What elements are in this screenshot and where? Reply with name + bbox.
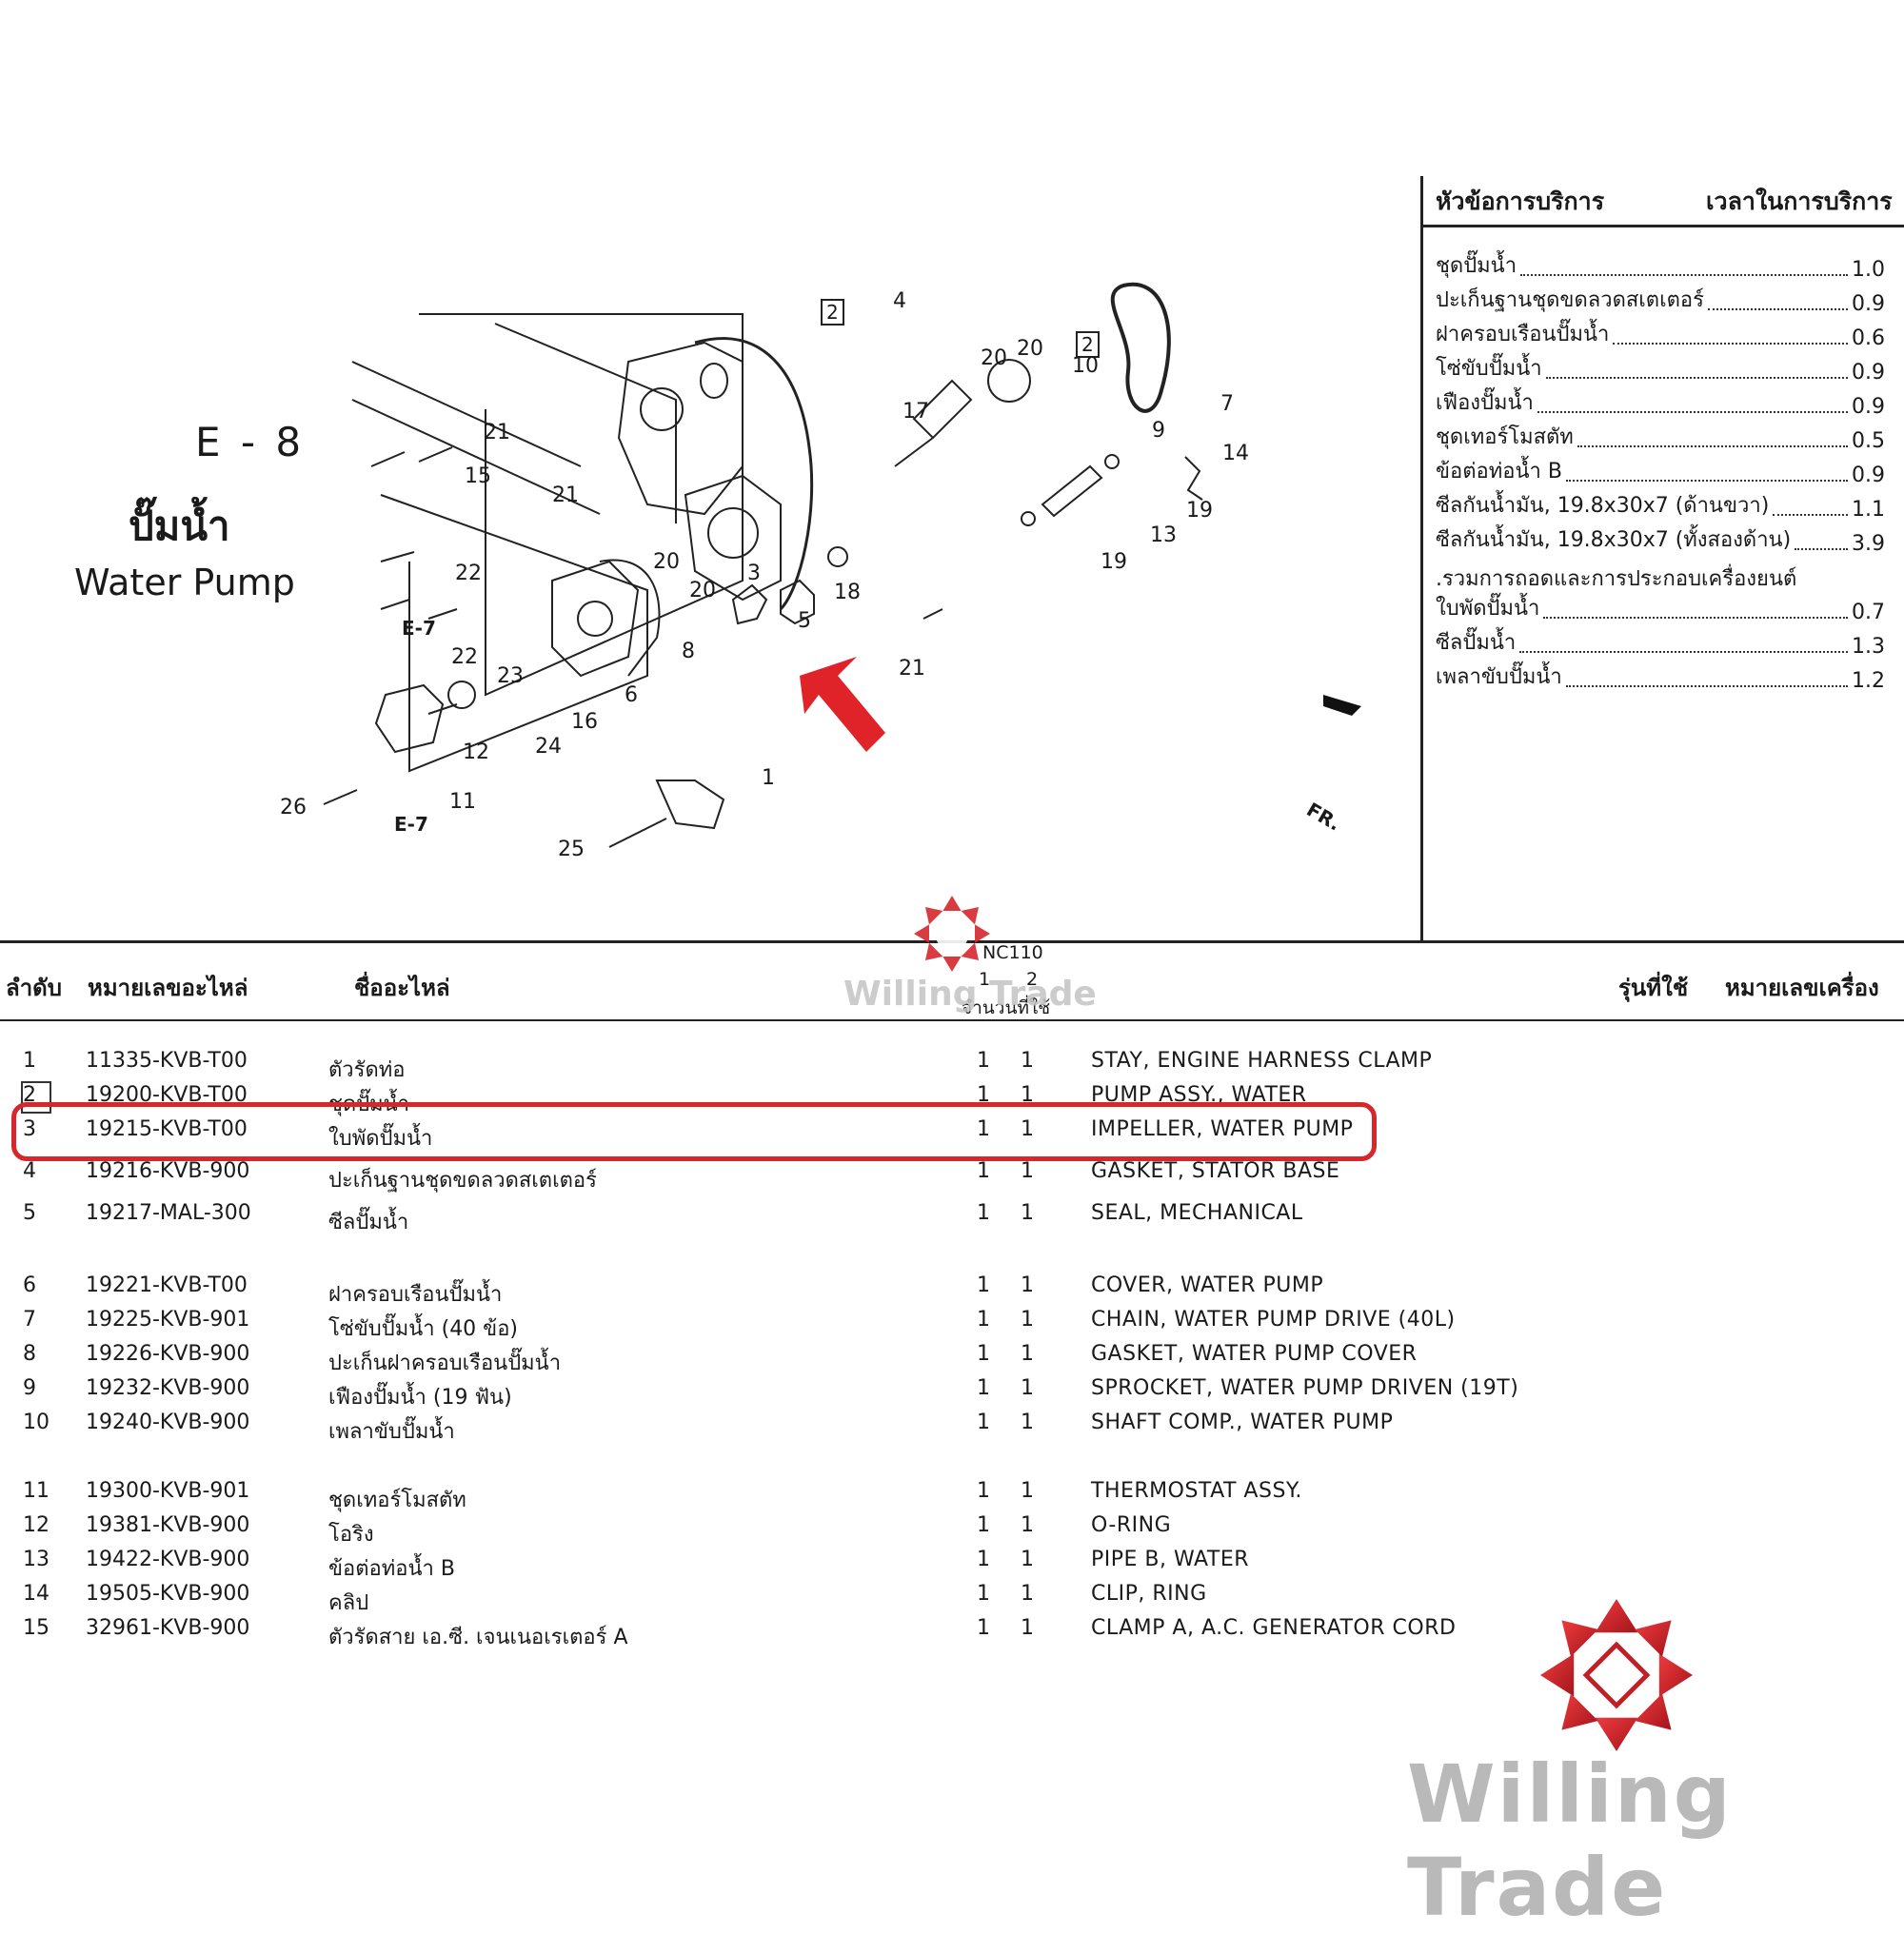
qty-col-1: 1: [979, 969, 991, 990]
callout-24: 24: [535, 735, 562, 759]
col-part-no-header: หมายเลขอะไหล่: [88, 975, 248, 1001]
col-engine-header: หมายเลขเครื่อง: [1725, 975, 1879, 1001]
callout-8: 8: [682, 640, 695, 663]
ref-e7-top: E-7: [402, 617, 436, 640]
callout-1: 1: [762, 766, 775, 790]
col-name-header: ชื่ออะไหล่: [354, 975, 450, 1001]
brand-logo-watermark: [914, 896, 990, 972]
assembly-marker-box: [21, 1081, 51, 1114]
callout-15: 15: [465, 464, 491, 488]
callout-21-a: 21: [484, 421, 510, 444]
qty-label: จำนวนที่ใช้: [962, 997, 1051, 1018]
col-model-header: รุ่นที่ใช้: [1618, 975, 1689, 1001]
callout-7: 7: [1220, 392, 1234, 416]
callout-26: 26: [280, 796, 307, 819]
callout-12: 12: [463, 740, 489, 764]
model-label: NC110: [982, 942, 1043, 963]
callout-2-box: 2: [821, 299, 844, 326]
callout-2-box-shaft: 2: [1076, 331, 1100, 358]
brand-name: Willing Trade: [1407, 1747, 1733, 1934]
col-index-header: ลำดับ: [6, 975, 63, 1001]
brand-name-watermark: Willing Trade: [843, 975, 1097, 1014]
callout-19-a: 19: [1186, 499, 1213, 523]
service-header-divider: [1422, 225, 1904, 227]
callout-22-a: 22: [455, 562, 482, 585]
callout-20-d: 20: [689, 579, 716, 602]
section-title-thai: ปั๊มน้ำ: [129, 503, 230, 549]
callout-9: 9: [1152, 419, 1165, 443]
callout-11: 11: [449, 790, 476, 814]
callout-3: 3: [747, 562, 761, 585]
callout-6: 6: [625, 683, 638, 707]
section-title-en: Water Pump: [74, 562, 295, 603]
highlight-box: [11, 1102, 1377, 1161]
callout-17: 17: [902, 400, 929, 424]
callout-5: 5: [798, 609, 811, 633]
exploded-parts-diagram: [323, 282, 1361, 848]
callout-21-b: 21: [552, 484, 579, 507]
section-code: E - 8: [195, 419, 306, 465]
service-item: ปะเก็นฐานชุดขดลวดสเตเตอร์0.9: [1436, 288, 1885, 316]
callout-19-b: 19: [1101, 550, 1127, 574]
callout-22-b: 22: [451, 645, 478, 669]
service-item: ซีลกันน้ำมัน, 19.8x30x7 (ด้านขวา)1.1: [1436, 494, 1885, 522]
callout-18: 18: [834, 581, 861, 604]
callout-25: 25: [558, 838, 585, 861]
callout-13: 13: [1150, 523, 1177, 547]
callout-4: 4: [893, 289, 906, 313]
callout-10: 10: [1072, 354, 1099, 378]
ref-e7-bottom: E-7: [394, 813, 428, 836]
callout-20-c: 20: [653, 550, 680, 574]
vertical-divider: [1420, 176, 1423, 942]
callout-20-b: 20: [1017, 337, 1043, 361]
callout-23: 23: [497, 664, 524, 688]
service-header-time: เวลาในการบริการ: [1706, 187, 1893, 215]
service-note: .รวมการถอดและการประกอบเครื่องยนต์: [1436, 567, 1797, 591]
callout-20-a: 20: [981, 346, 1007, 370]
service-item: ซีลกันน้ำมัน, 19.8x30x7 (ทั้งสองด้าน)3.9: [1436, 528, 1885, 556]
callout-16: 16: [571, 710, 598, 734]
parts-header-divider: [0, 1019, 1904, 1021]
qty-col-2: 2: [1026, 969, 1039, 990]
callout-14: 14: [1222, 442, 1249, 465]
brand-logo: [1540, 1599, 1693, 1751]
callout-21-c: 21: [899, 657, 925, 681]
service-header-item: หัวข้อการบริการ: [1436, 187, 1605, 215]
